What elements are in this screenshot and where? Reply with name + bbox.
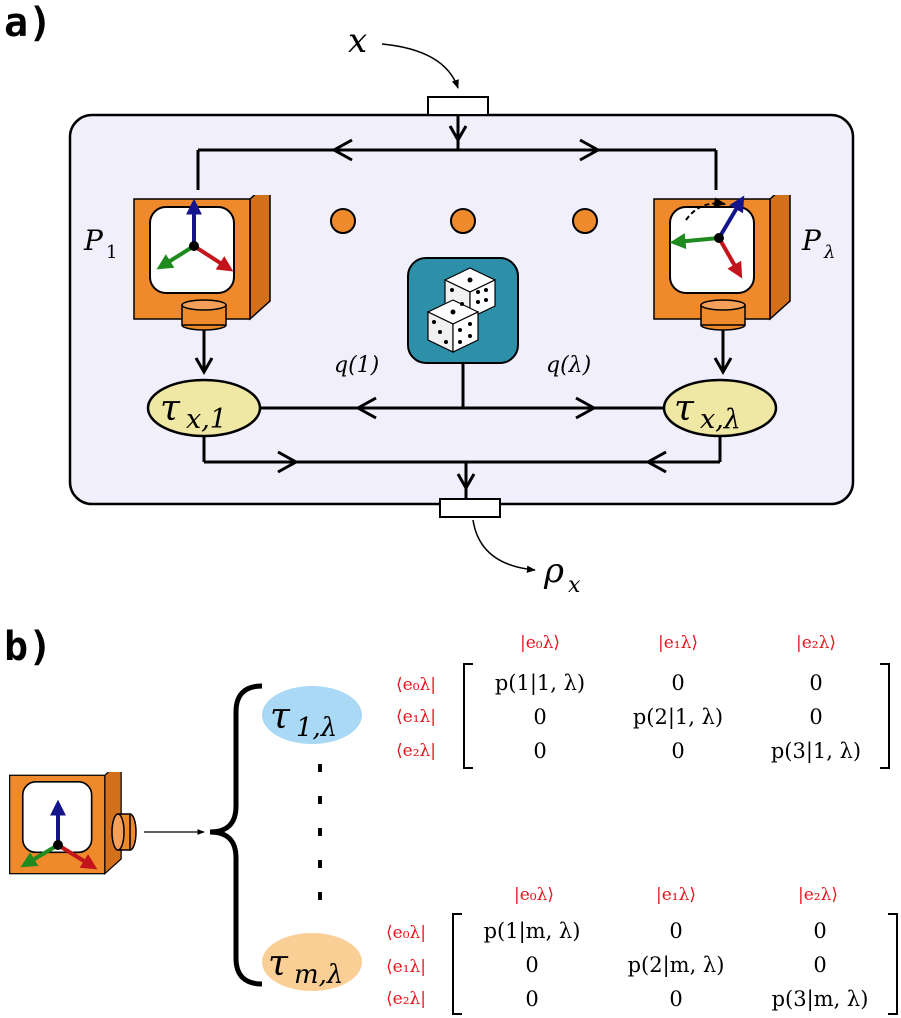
- panel-a-label: a): [4, 0, 52, 46]
- dot-1: [330, 208, 356, 234]
- processor-right: [653, 195, 791, 320]
- mb-1-2: 0: [813, 953, 826, 977]
- bracket-right-top: [880, 663, 890, 769]
- right-arrow-bottom: [277, 450, 300, 474]
- input-arrow: [381, 43, 459, 89]
- bra-top-2: ⟨e₂λ|: [396, 741, 436, 761]
- bra-top-0: ⟨e₀λ|: [396, 675, 436, 695]
- down-arrow-bottom: [456, 473, 476, 492]
- bra-bottom-0: ⟨e₀λ|: [386, 923, 426, 943]
- processor-small: [8, 772, 122, 875]
- tau-bottom-ellipse: [262, 933, 362, 991]
- input-label: x: [348, 21, 367, 61]
- proc-left-label: P: [83, 224, 104, 257]
- bottom-wires: [202, 436, 722, 499]
- output-label: ρ: [543, 551, 564, 591]
- left-arrow-mid: [354, 396, 377, 420]
- mb-0-2: 0: [813, 919, 826, 943]
- mt-0-1: 0: [671, 671, 684, 695]
- mb-2-2: p(3|m, λ): [772, 987, 869, 1012]
- axes-right-icon: [669, 195, 745, 279]
- panel-b-label: b): [4, 624, 52, 670]
- proc-right-sub: λ: [823, 242, 835, 263]
- dot-3: [572, 208, 598, 234]
- top-wires: [196, 115, 718, 190]
- ket-bottom-2: |e₂λ⟩: [798, 885, 838, 905]
- ket-bottom-0: |e₀λ⟩: [514, 885, 554, 905]
- mt-1-2: 0: [809, 705, 822, 729]
- mt-2-1: 0: [671, 739, 684, 763]
- mt-1-1: p(2|1, λ): [633, 705, 723, 730]
- ket-top-1: |e₁λ⟩: [658, 633, 698, 653]
- tau-bottom-sub: m,λ: [294, 960, 343, 990]
- q-right-label: q(λ): [546, 353, 591, 378]
- proc-right-label: P: [801, 224, 822, 257]
- ket-top-0: |e₀λ⟩: [520, 633, 560, 653]
- down-arrow-top: [448, 125, 468, 144]
- tau-left-symbol: τ: [160, 388, 181, 429]
- tau-top-symbol: τ: [270, 696, 291, 737]
- mt-0-0: p(1|1, λ): [495, 671, 585, 696]
- mt-0-2: 0: [809, 671, 822, 695]
- matrix-bottom: |e₀λ⟩ |e₁λ⟩ |e₂λ⟩ ⟨e₀λ| ⟨e₁λ| ⟨e₂λ| p(1|…: [386, 885, 898, 1015]
- bracket-left-top: [463, 663, 473, 769]
- middle-wires: [258, 363, 668, 410]
- bra-bottom-1: ⟨e₁λ|: [386, 957, 426, 977]
- tau-top-ellipse: [262, 686, 362, 744]
- left-arrow-top: [330, 138, 353, 162]
- mb-0-0: p(1|m, λ): [484, 919, 581, 944]
- mt-2-0: 0: [533, 739, 546, 763]
- axes-small-icon: [20, 799, 98, 870]
- dice-icon: [407, 257, 519, 364]
- ket-bottom-1: |e₁λ⟩: [656, 885, 696, 905]
- dot-2: [450, 208, 476, 234]
- tau-right-symbol: τ: [674, 388, 695, 429]
- bracket-right-bottom: [888, 913, 898, 1015]
- output-arrow: [472, 519, 536, 573]
- bracket-left-bottom: [452, 913, 462, 1015]
- mb-0-1: 0: [669, 919, 682, 943]
- vertical-ellipsis: [318, 764, 322, 900]
- mb-2-1: 0: [669, 987, 682, 1011]
- tau-top-sub: 1,λ: [296, 713, 337, 743]
- output-port: [439, 498, 501, 518]
- mb-2-0: 0: [525, 987, 538, 1011]
- q-left-label: q(1): [334, 353, 379, 378]
- mb-1-1: p(2|m, λ): [628, 953, 725, 978]
- brace: [209, 683, 263, 987]
- right-arrow-mid: [575, 396, 598, 420]
- tau-left-sub: x,1: [186, 404, 227, 435]
- left-arrow-bottom: [644, 450, 667, 474]
- ket-top-2: |e₂λ⟩: [796, 633, 836, 653]
- proc-left-sub: 1: [106, 242, 117, 263]
- input-port: [427, 96, 489, 116]
- axes-left-icon: [156, 198, 234, 272]
- mt-2-2: p(3|1, λ): [771, 739, 861, 764]
- output-sub: x: [568, 573, 581, 598]
- bra-top-1: ⟨e₁λ|: [396, 707, 436, 727]
- tau-bottom-symbol: τ: [268, 943, 289, 984]
- bra-bottom-2: ⟨e₂λ|: [386, 989, 426, 1009]
- mt-1-0: 0: [533, 705, 546, 729]
- matrix-top: |e₀λ⟩ |e₁λ⟩ |e₂λ⟩ ⟨e₀λ| ⟨e₁λ| ⟨e₂λ| p(1|…: [396, 633, 890, 769]
- tau-right-sub: x,λ: [700, 404, 741, 435]
- mb-1-0: 0: [525, 953, 538, 977]
- right-arrow-top: [579, 138, 602, 162]
